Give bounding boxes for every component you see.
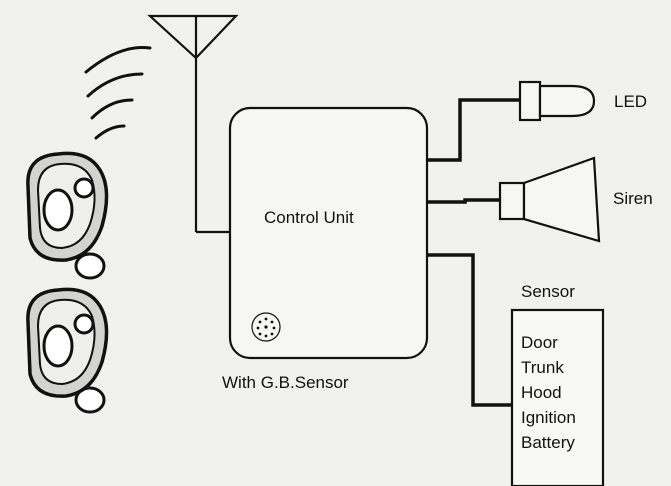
sensor-item-door: Door: [521, 333, 558, 352]
led-icon: [518, 80, 596, 122]
wiring: [427, 98, 520, 407]
antenna-icon: [147, 14, 239, 234]
control-unit-label: Control Unit: [264, 208, 354, 227]
radio-waves-icon: [84, 46, 152, 140]
sensor-item-trunk: Trunk: [521, 358, 564, 377]
sensor-item-ignition: Ignition: [521, 408, 576, 427]
shock-sensor-icon: [251, 312, 281, 342]
siren-icon: [498, 156, 601, 243]
remote-key-fob-icon: [26, 287, 109, 414]
gb-sensor-label: With G.B.Sensor: [222, 373, 349, 392]
sensor-list: Door Trunk Hood Ignition Battery: [521, 330, 576, 455]
led-label: LED: [614, 92, 648, 111]
control-unit-box: [228, 106, 429, 360]
sensor-item-hood: Hood: [521, 383, 562, 402]
siren-label: Siren: [613, 189, 653, 208]
remote-key-fob-icon: [26, 151, 109, 280]
sensor-box: [510, 308, 605, 486]
sensor-label: Sensor: [521, 282, 575, 301]
sensor-item-battery: Battery: [521, 433, 575, 452]
